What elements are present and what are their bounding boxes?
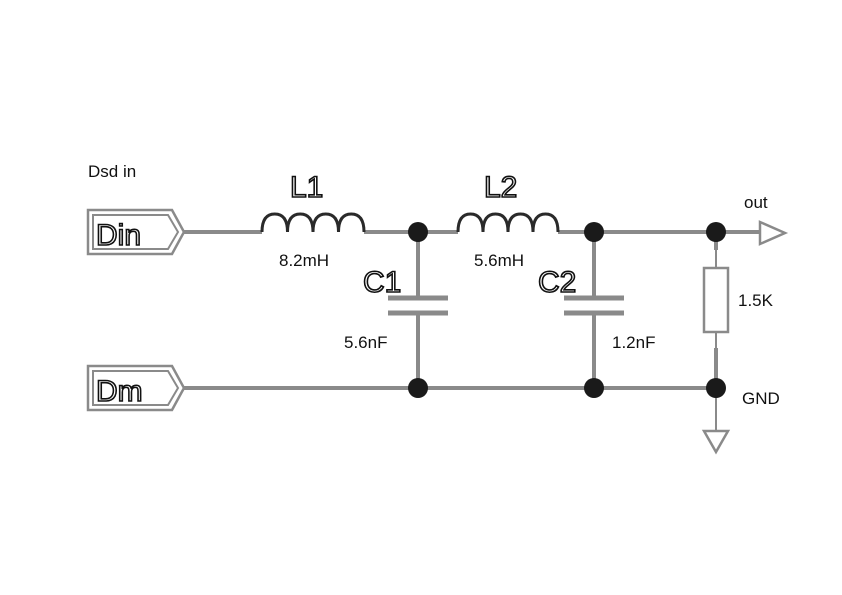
junctions — [408, 222, 726, 398]
l1-value-label: 8.2mH — [279, 251, 329, 270]
input-title: Dsd in — [88, 162, 136, 181]
junction-c1-bottom — [408, 378, 428, 398]
dm-port: Dm — [86, 364, 186, 412]
capacitor-c2 — [564, 295, 624, 316]
c2-ref-label: C2 — [538, 266, 576, 299]
out-arrow-icon — [758, 220, 789, 246]
dm-port-label: Dm — [96, 375, 143, 408]
wires — [183, 230, 760, 430]
c2-value-label: 1.2nF — [612, 333, 655, 352]
ground-icon — [701, 429, 731, 455]
gnd-label: GND — [742, 389, 780, 408]
junction-c2-top — [584, 222, 604, 242]
junction-out — [706, 222, 726, 242]
l2-value-label: 5.6mH — [474, 251, 524, 270]
junction-c1-top — [408, 222, 428, 242]
c1-value-label: 5.6nF — [344, 333, 387, 352]
capacitor-c1 — [388, 295, 448, 316]
inductor-l2 — [456, 212, 560, 233]
din-port: Din — [86, 208, 186, 256]
out-label: out — [744, 193, 768, 212]
junction-c2-bottom — [584, 378, 604, 398]
resistor-r1 — [702, 266, 730, 334]
c1-ref-label: C1 — [363, 266, 401, 299]
r1-value-label: 1.5K — [738, 291, 774, 310]
din-port-label: Din — [96, 219, 141, 252]
inductor-l1 — [260, 212, 366, 233]
junction-gnd — [706, 378, 726, 398]
l2-ref-label: L2 — [484, 171, 517, 204]
l1-ref-label: L1 — [290, 171, 323, 204]
